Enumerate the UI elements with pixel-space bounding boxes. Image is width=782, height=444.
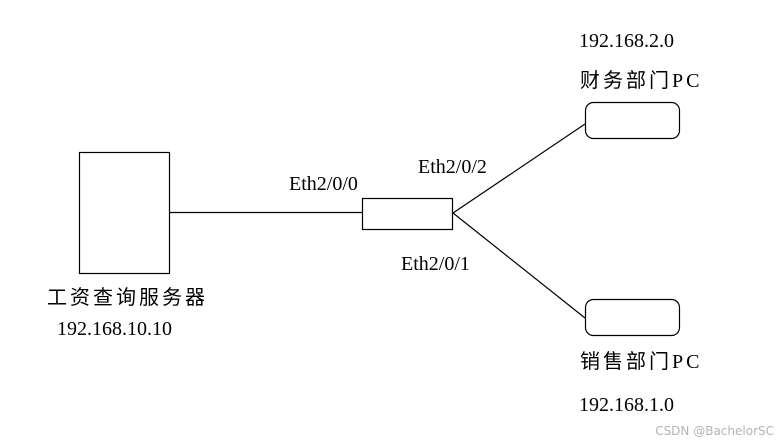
server-ip-label: 192.168.10.10 xyxy=(57,318,172,340)
server-name-label: 工资查询服务器 xyxy=(47,287,208,309)
link-router-sales-pc xyxy=(452,212,586,319)
sales-pc-box xyxy=(584,298,681,337)
finance-network-label: 192.168.2.0 xyxy=(579,30,674,52)
router-box xyxy=(361,197,454,231)
port-eth2-0-0-label: Eth2/0/0 xyxy=(289,173,358,195)
finance-pc-box xyxy=(584,101,681,140)
port-eth2-0-1-label: Eth2/0/1 xyxy=(401,253,470,275)
link-router-finance-pc xyxy=(452,123,586,214)
finance-pc-label: 财务部门PC xyxy=(580,70,703,92)
server-box xyxy=(78,151,171,275)
sales-pc-label: 销售部门PC xyxy=(580,351,703,373)
watermark-text: CSDN @BachelorSC xyxy=(655,424,774,438)
sales-network-label: 192.168.1.0 xyxy=(579,394,674,416)
port-eth2-0-2-label: Eth2/0/2 xyxy=(418,156,487,178)
